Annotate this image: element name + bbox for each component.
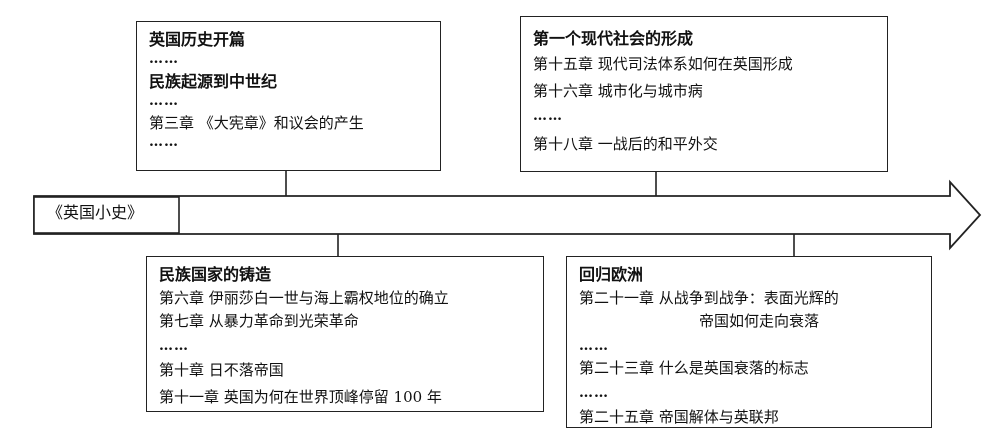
section-title: 英国历史开篇: [149, 30, 246, 49]
ellipsis: ……: [149, 93, 179, 109]
chapter-item: 第十六章 城市化与城市病: [533, 82, 703, 100]
section-box-return-europe: 回归欧洲 第二十一章 从战争到战争：表面光辉的 帝国如何走向衰落 …… 第二十三…: [566, 256, 932, 428]
section-title: 第一个现代社会的形成: [533, 29, 694, 48]
section-title: 民族国家的铸造: [159, 265, 272, 284]
chapter-item: 第十章 日不落帝国: [159, 361, 284, 379]
section-subtitle: 民族起源到中世纪: [149, 72, 278, 91]
ellipsis: ……: [579, 338, 609, 354]
ellipsis: ……: [159, 338, 189, 354]
ellipsis: ……: [533, 108, 563, 124]
chapter-item: 第六章 伊丽莎白一世与海上霸权地位的确立: [159, 289, 449, 307]
chapter-item: 第十一章 英国为何在世界顶峰停留 100 年: [159, 388, 442, 406]
chapter-item: 第二十三章 什么是英国衰落的标志: [579, 359, 809, 377]
timeline-arrow: [33, 179, 982, 251]
section-box-origins: 英国历史开篇 …… 民族起源到中世纪 …… 第三章 《大宪章》和议会的产生 ……: [136, 21, 441, 171]
section-box-modern-society: 第一个现代社会的形成 第十五章 现代司法体系如何在英国形成 第十六章 城市化与城…: [520, 16, 888, 172]
chapter-item: 第三章 《大宪章》和议会的产生: [149, 114, 364, 132]
ellipsis: ……: [579, 385, 609, 401]
book-title-label: 《英国小史》: [47, 203, 144, 222]
section-title: 回归欧洲: [579, 265, 644, 284]
chapter-item: 第二十五章 帝国解体与英联邦: [579, 408, 779, 426]
chapter-item-continued: 帝国如何走向衰落: [699, 312, 820, 330]
chapter-item: 第七章 从暴力革命到光荣革命: [159, 312, 359, 330]
ellipsis: ……: [149, 134, 179, 150]
chapter-item: 第十八章 一战后的和平外交: [533, 135, 718, 153]
chapter-item: 第十五章 现代司法体系如何在英国形成: [533, 55, 793, 73]
chapter-item: 第二十一章 从战争到战争：表面光辉的: [579, 289, 839, 307]
book-label-frame: [33, 196, 180, 234]
ellipsis: ……: [149, 51, 179, 67]
section-box-nation-state: 民族国家的铸造 第六章 伊丽莎白一世与海上霸权地位的确立 第七章 从暴力革命到光…: [146, 256, 544, 412]
